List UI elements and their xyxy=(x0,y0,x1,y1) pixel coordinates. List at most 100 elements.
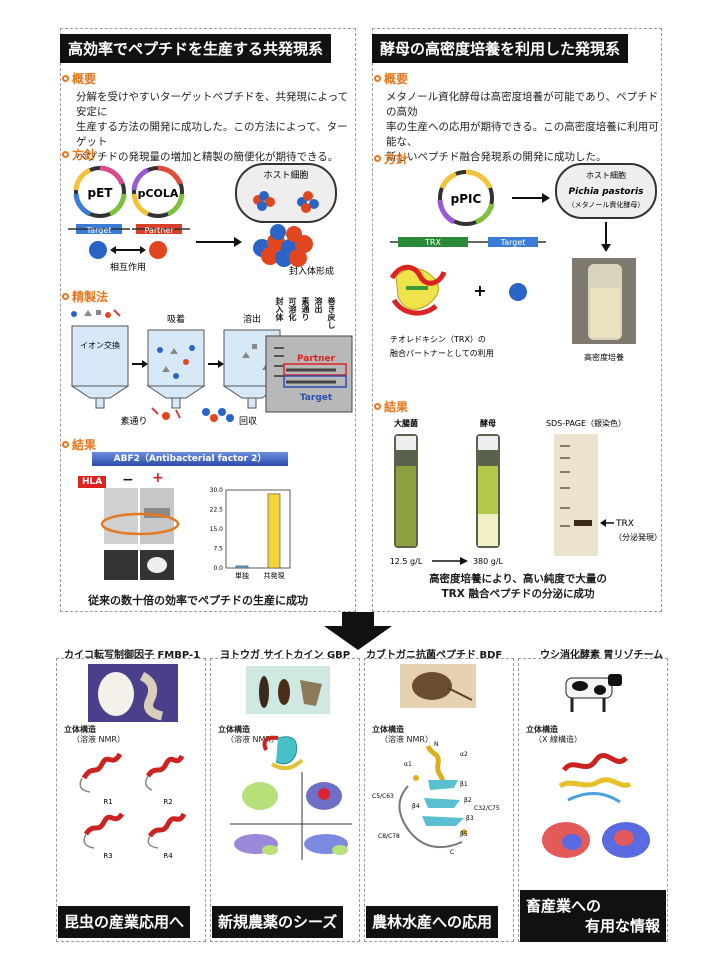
card-title: ヨトウガ サイトカイン GBP xyxy=(220,650,351,661)
struct-method: （溶液 NMR） xyxy=(72,735,125,744)
struct-method: （溶液 NMR） xyxy=(380,735,433,744)
struct-label: 立体構造 xyxy=(218,725,250,734)
right-overview-text: メタノール資化酵母は高密度培養が可能であり、ペプチドの高効 率の生産への応用が期… xyxy=(386,91,659,163)
target-tag-bar xyxy=(488,237,538,247)
inclusion-in-cell xyxy=(253,191,319,213)
struct-label: 立体構造 xyxy=(526,725,558,734)
pichia-cell xyxy=(555,163,657,219)
bdf-label: β4 xyxy=(412,803,420,810)
card-footer-label: 新規農薬のシーズ xyxy=(212,906,344,938)
bdf-label: β2 xyxy=(464,797,472,804)
bullet-icon xyxy=(374,403,381,410)
plasmid-pet-label: pET xyxy=(88,186,114,200)
partner-protein xyxy=(149,241,167,259)
left-result-caption: 従来の数十倍の効率でペプチドの生産に成功 xyxy=(88,594,308,607)
elute-label: 溶出 xyxy=(243,313,261,325)
trx-tag-label: TRX xyxy=(424,238,441,247)
domain-label: R3 xyxy=(103,852,112,860)
bdf-label: C5/C63 xyxy=(372,793,394,800)
ion-exchange-label: イオン交換 xyxy=(80,340,120,350)
gbp-structure xyxy=(230,735,352,860)
sds-gel xyxy=(554,434,598,556)
gel-lane-label: 可溶化 xyxy=(288,297,297,321)
gel-lane-label: 素通り xyxy=(301,297,310,321)
left-result-heading: 結果 xyxy=(62,436,96,453)
sds-page-label: SDS-PAGE（銀染色） xyxy=(546,418,626,428)
plasmid-ppic-label: pPIC xyxy=(451,192,482,206)
bdf-label: C xyxy=(450,849,454,856)
yeast-tube xyxy=(476,434,500,548)
pichia-sub: （メタノール資化酵母） xyxy=(568,200,645,209)
adsorb-column xyxy=(146,329,206,409)
gel-lane-label: 封入体 xyxy=(275,297,284,321)
inclusion-body xyxy=(253,224,313,267)
struct-label: 立体構造 xyxy=(64,725,96,734)
domain-label: R1 xyxy=(103,798,112,806)
yeast-expression-diagram: pPIC ホスト細胞 Pichia pastoris （メタノール資化酵母） T… xyxy=(389,163,657,362)
domain-label: R2 xyxy=(163,798,172,806)
left-policy-heading: 方針 xyxy=(62,146,96,163)
bdf-label: β5 xyxy=(460,831,468,838)
gel-lane-label: 溶出 xyxy=(314,297,323,313)
fmbp1-structures: R1 R2 R3 R4 xyxy=(79,752,187,860)
x-tick-label: 単独 xyxy=(235,571,249,580)
y-tick-label: 7.5 xyxy=(213,546,223,553)
left-overview-text: 分解を受けやすいターゲットペプチドを、共発現によって安定に 生産する方法の開発に… xyxy=(76,91,349,163)
chart-frame xyxy=(225,489,291,569)
y-tick-label: 15.0 xyxy=(210,526,224,533)
struct-label: 立体構造 xyxy=(372,725,404,734)
bdf-label: β1 xyxy=(460,781,468,788)
gel-lane-labels: 封入体 可溶化 素通り 溶出 巻き戻し xyxy=(274,297,337,337)
left-overview-heading: 概要 xyxy=(62,70,96,87)
left-purify-heading: 精製法 xyxy=(62,288,108,305)
inclusion-label: 封入体形成 xyxy=(289,265,334,277)
adsorb-label: 吸着 xyxy=(167,313,185,325)
yield-bar-chart: 0.0 7.5 15.0 22.5 30.0 単独 共発現 xyxy=(210,487,291,580)
card-footer-label: 畜産業への 有用な情報 xyxy=(520,890,666,942)
bullet-icon xyxy=(374,155,381,162)
armyworm-photo xyxy=(246,666,330,714)
right-result-heading: 結果 xyxy=(374,398,408,415)
bullet-icon xyxy=(62,151,69,158)
card-title: ウシ消化酵素 胃リゾチーム xyxy=(540,650,664,661)
fermenter-photo xyxy=(572,258,636,344)
ion-exchange-column xyxy=(70,325,130,409)
hla-label: HLA xyxy=(78,476,107,488)
gel-partner-label: Partner xyxy=(297,354,336,364)
hla-minus: − xyxy=(122,472,134,488)
struct-method: （X 線構造） xyxy=(534,735,583,744)
bdf-structure: α1 α2 β1 β2 β3 β4 β5 N C C5/C63 C32/C75 … xyxy=(372,741,500,856)
struct-method: （溶液 NMR） xyxy=(226,735,279,744)
y-tick-label: 22.5 xyxy=(210,507,224,514)
bdf-label: C8/C78 xyxy=(378,833,400,840)
host-cell-label: ホスト細胞 xyxy=(263,169,308,181)
hd-culture-label: 高密度培養 xyxy=(584,352,624,362)
plasmid-pcola xyxy=(132,166,184,218)
ecoli-tube xyxy=(394,434,418,548)
x-tick-label: 共発現 xyxy=(264,571,285,580)
silkworm-photo xyxy=(88,664,178,722)
y-tick-label: 30.0 xyxy=(210,487,224,494)
trx-band-label: TRX xyxy=(615,519,634,529)
gel-target-label: Target xyxy=(300,393,333,403)
y-tick-label: 0.0 xyxy=(213,565,223,572)
domain-label: R4 xyxy=(163,852,173,860)
bullet-icon xyxy=(374,75,381,82)
target-tag-label: Target xyxy=(86,226,112,235)
bar xyxy=(235,565,249,569)
gel-lane-label: 巻き戻し xyxy=(327,297,336,329)
card-title: カイコ転写制御因子 FMBP-1 xyxy=(64,650,201,661)
plasmid-pcola-label: pCOLA xyxy=(138,187,179,200)
yeast-label: 酵母 xyxy=(480,418,496,428)
coexpression-diagram: pET pCOLA Target Partner 相互作用 ホスト細胞 封入体形… xyxy=(68,163,337,277)
western-blot xyxy=(100,488,180,580)
right-panel-title: 酵母の高密度培養を利用した発現系 xyxy=(372,34,629,63)
abf2-banner: ABF2（Antibacterial factor 2） xyxy=(92,452,288,466)
bdf-label: α1 xyxy=(404,761,412,768)
trx-structure xyxy=(389,264,447,316)
card-title: カブトガニ抗菌ペプチド BDF xyxy=(366,650,503,661)
down-arrow-icon xyxy=(324,612,392,650)
right-overview-heading: 概要 xyxy=(374,70,408,87)
target-peptide xyxy=(509,283,527,301)
sample-mixture xyxy=(71,309,121,318)
